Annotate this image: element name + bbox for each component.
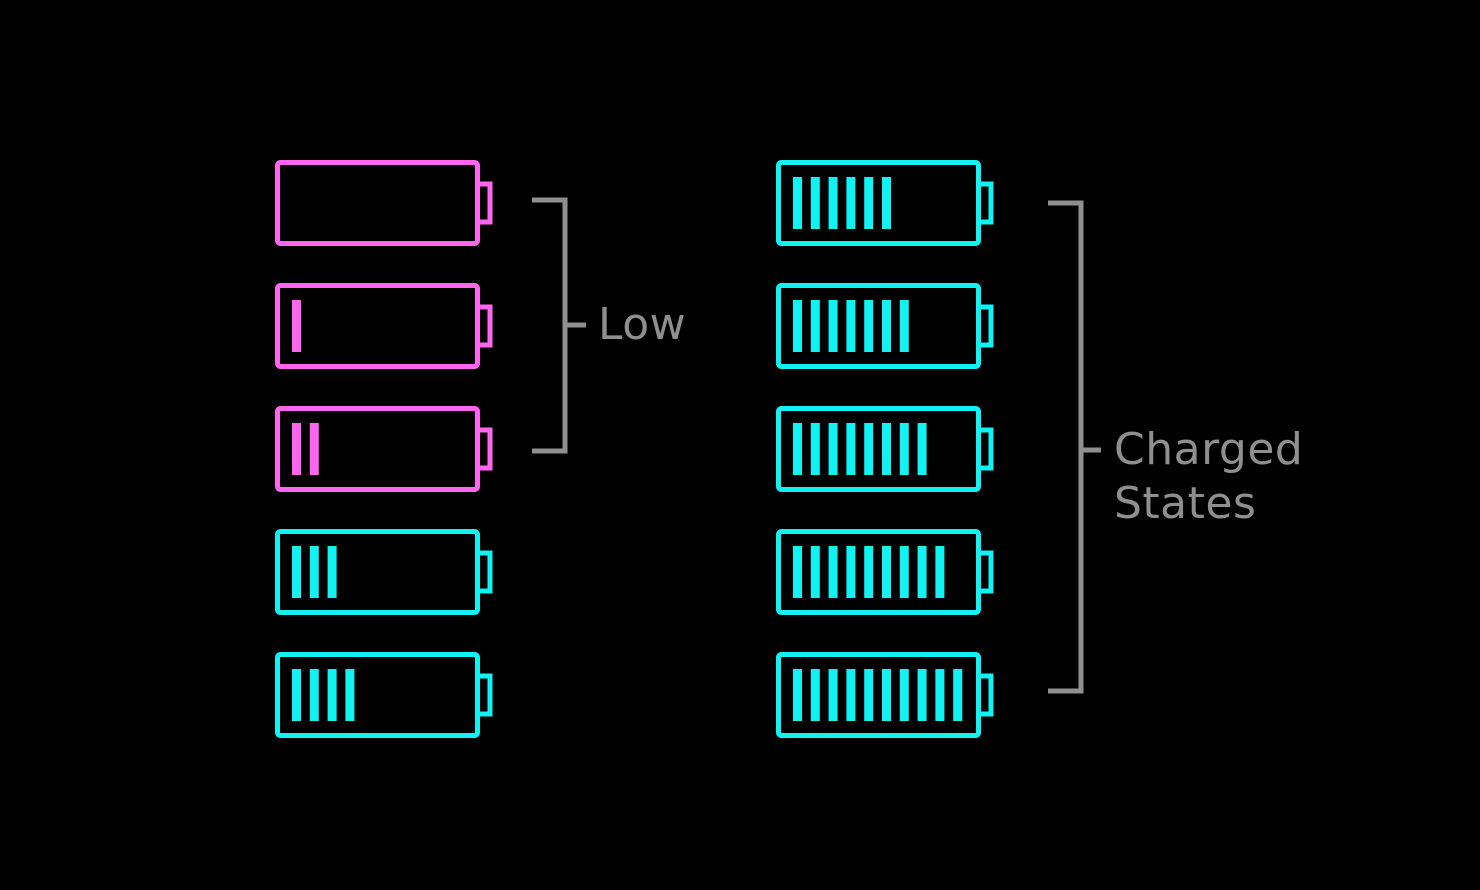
charge-bar <box>828 423 838 475</box>
low-label-text: Low <box>598 299 687 350</box>
left-battery-1 <box>275 160 493 246</box>
charge-bar <box>882 423 891 475</box>
low-label: Low <box>598 298 686 352</box>
charge-bar <box>292 300 301 352</box>
battery-terminal <box>979 181 994 225</box>
charge-bar <box>793 669 802 721</box>
charge-bar <box>292 669 301 721</box>
left-battery-3 <box>275 406 493 492</box>
battery-body <box>275 160 480 246</box>
battery-terminal <box>979 550 994 594</box>
charge-bar <box>864 300 874 352</box>
charge-bar <box>935 546 945 598</box>
right-battery-column <box>776 160 994 738</box>
charge-bar <box>309 669 319 721</box>
charge-bar <box>810 669 820 721</box>
left-battery-2 <box>275 283 493 369</box>
right-battery-1 <box>776 160 994 246</box>
charge-bar <box>828 546 838 598</box>
charge-bar <box>292 546 301 598</box>
charge-bar <box>882 300 891 352</box>
battery-terminal <box>478 304 493 348</box>
charge-bar <box>917 669 927 721</box>
charge-bar <box>309 546 319 598</box>
charge-bar <box>899 423 909 475</box>
charge-bar <box>864 177 874 229</box>
battery-body <box>776 406 981 492</box>
charge-bar <box>846 300 856 352</box>
battery-terminal <box>478 550 493 594</box>
charge-bar <box>846 546 856 598</box>
charge-bar <box>793 177 802 229</box>
battery-terminal <box>979 427 994 471</box>
right-battery-3 <box>776 406 994 492</box>
charge-bar <box>793 423 802 475</box>
charge-bar <box>793 300 802 352</box>
battery-body <box>275 529 480 615</box>
battery-body <box>776 652 981 738</box>
battery-terminal <box>979 304 994 348</box>
charge-bar <box>810 423 820 475</box>
charge-bar <box>828 300 838 352</box>
charge-bar <box>917 546 927 598</box>
battery-body <box>275 406 480 492</box>
charged-states-label: Charged States <box>1114 423 1303 531</box>
charge-bar <box>810 546 820 598</box>
charged-label-line2: States <box>1114 478 1257 529</box>
charge-bar <box>846 669 856 721</box>
battery-terminal <box>979 673 994 717</box>
left-battery-5 <box>275 652 493 738</box>
charge-bar <box>953 669 963 721</box>
right-battery-5 <box>776 652 994 738</box>
charge-bar <box>793 546 802 598</box>
battery-body <box>776 529 981 615</box>
charge-bar <box>935 669 945 721</box>
charge-bar <box>327 546 337 598</box>
right-battery-4 <box>776 529 994 615</box>
charge-bar <box>899 669 909 721</box>
battery-terminal <box>478 181 493 225</box>
battery-body <box>776 160 981 246</box>
charge-bar <box>864 669 874 721</box>
left-battery-4 <box>275 529 493 615</box>
charge-bar <box>882 546 891 598</box>
charge-bar <box>810 300 820 352</box>
charge-bar <box>846 423 856 475</box>
right-battery-2 <box>776 283 994 369</box>
charged-bracket <box>1048 200 1101 694</box>
battery-body <box>275 652 480 738</box>
charge-bar <box>292 423 301 475</box>
charge-bar <box>846 177 856 229</box>
charge-bar <box>864 423 874 475</box>
left-battery-column <box>275 160 493 738</box>
charge-bar <box>810 177 820 229</box>
low-bracket <box>532 197 586 454</box>
charge-bar <box>345 669 355 721</box>
charged-label-line1: Charged <box>1114 424 1304 475</box>
battery-terminal <box>478 427 493 471</box>
charge-bar <box>828 177 838 229</box>
charge-bar <box>828 669 838 721</box>
charge-bar <box>309 423 319 475</box>
charge-bar <box>882 177 891 229</box>
battery-body <box>275 283 480 369</box>
charge-bar <box>899 546 909 598</box>
charge-bar <box>327 669 337 721</box>
charge-bar <box>882 669 891 721</box>
battery-terminal <box>478 673 493 717</box>
charge-bar <box>917 423 927 475</box>
charge-bar <box>899 300 909 352</box>
charge-bar <box>864 546 874 598</box>
battery-body <box>776 283 981 369</box>
